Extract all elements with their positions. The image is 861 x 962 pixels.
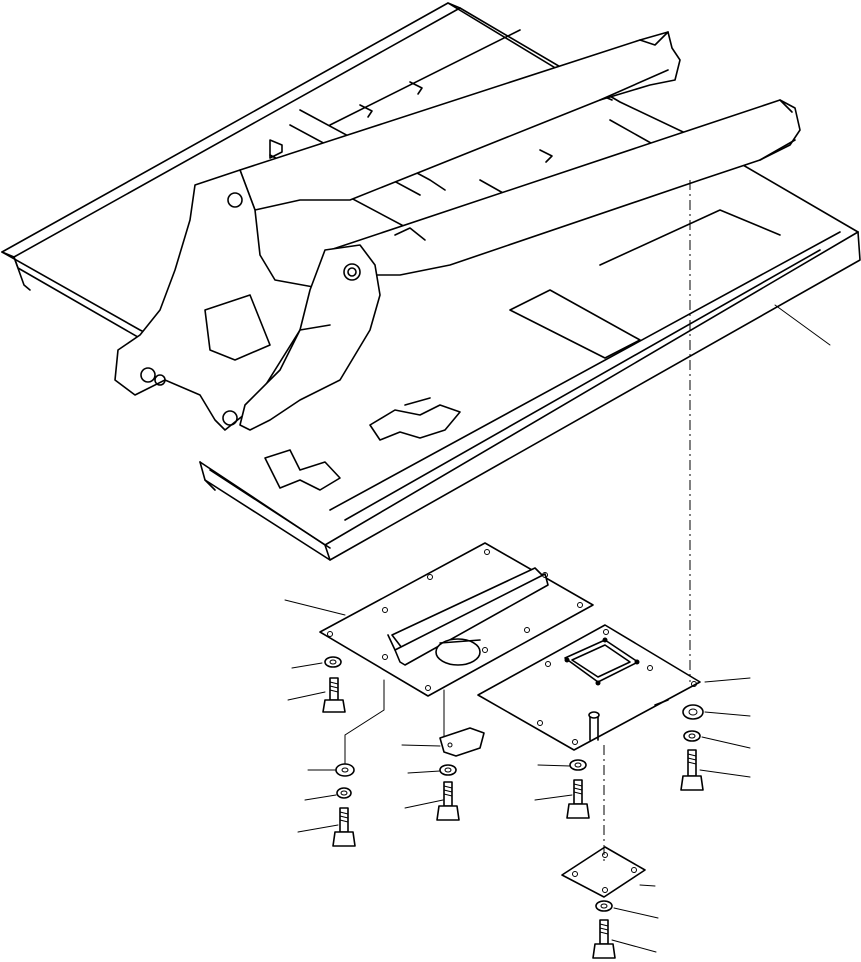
washer bbox=[570, 760, 586, 770]
main-frame bbox=[2, 3, 860, 560]
leader-lines bbox=[285, 305, 830, 952]
cover-plate-right bbox=[478, 625, 700, 750]
bolt bbox=[681, 750, 703, 790]
washer bbox=[336, 764, 354, 776]
bolt bbox=[567, 780, 589, 818]
alignment-lines bbox=[345, 180, 690, 865]
washer bbox=[596, 901, 612, 911]
small-cover-left bbox=[440, 728, 484, 756]
small-plate-bottom bbox=[562, 847, 645, 897]
bolt bbox=[333, 808, 355, 846]
washer bbox=[683, 705, 703, 719]
washer bbox=[325, 657, 341, 667]
bolt bbox=[437, 782, 459, 820]
bolt bbox=[323, 678, 345, 712]
boom-assembly bbox=[115, 32, 800, 430]
washer bbox=[684, 731, 700, 741]
washer bbox=[337, 788, 351, 798]
bolt bbox=[593, 920, 615, 958]
cover-plate-left bbox=[320, 543, 593, 696]
washer bbox=[440, 765, 456, 775]
hardware bbox=[323, 657, 703, 958]
